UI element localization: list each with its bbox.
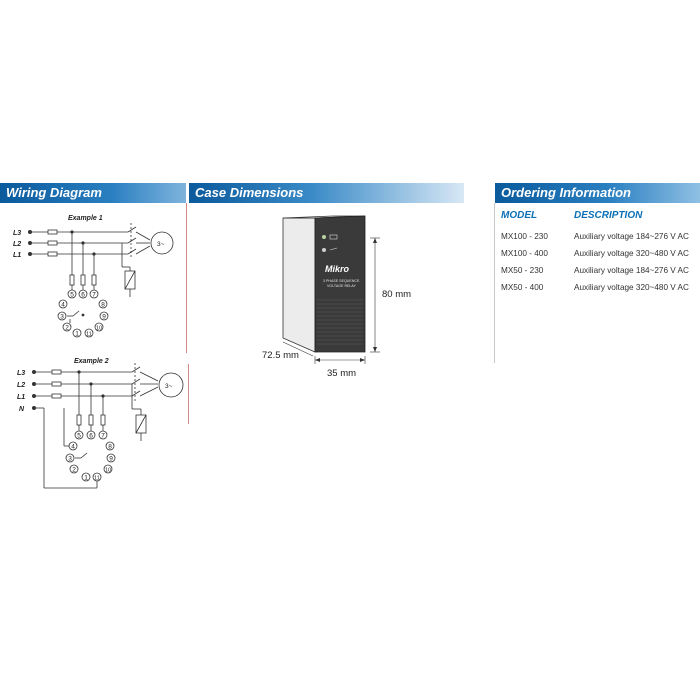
description-cell: Auxiliary voltage 320~480 V AC	[574, 283, 689, 292]
svg-text:9: 9	[109, 456, 113, 463]
ordering-table-header: MODEL DESCRIPTION	[501, 210, 700, 221]
wiring-diagram: 567 48 39 210 111 567 48 39 210 111 Exam…	[13, 215, 184, 489]
ex2-motor-label: 3~	[165, 383, 173, 390]
case-dimensions-drawing: Mikro 3 PHASE SEQUENCE VOLTAGE RELAY 80 …	[262, 215, 411, 379]
svg-text:3: 3	[68, 456, 72, 463]
ex1-motor-label: 3~	[157, 241, 165, 248]
indicator-led-2	[322, 248, 326, 252]
ex2-label-l3: L3	[17, 370, 25, 377]
svg-text:1: 1	[84, 475, 88, 482]
svg-text:4: 4	[71, 444, 75, 451]
example-1-diagram	[27, 223, 174, 338]
height-dimension: 80 mm	[382, 289, 411, 300]
col-description-heading: DESCRIPTION	[574, 210, 643, 221]
wiring-diagram-header: Wiring Diagram	[0, 183, 186, 203]
case-dimensions-header: Case Dimensions	[189, 183, 464, 203]
table-row: MX50 - 230 Auxiliary voltage 184~276 V A…	[501, 266, 700, 275]
divider-wiring	[186, 203, 187, 353]
svg-text:2: 2	[72, 467, 76, 474]
product-line-1: 3 PHASE SEQUENCE	[323, 279, 360, 283]
width-dimension: 35 mm	[327, 368, 356, 379]
brand-logo: Mikro	[325, 264, 350, 274]
table-row: MX50 - 400 Auxiliary voltage 320~480 V A…	[501, 283, 700, 292]
svg-text:6: 6	[89, 433, 93, 440]
svg-text:10: 10	[105, 468, 111, 474]
depth-dimension: 72.5 mm	[262, 350, 299, 361]
svg-text:7: 7	[101, 433, 105, 440]
svg-text:8: 8	[101, 302, 105, 309]
model-cell: MX50 - 230	[501, 266, 544, 275]
description-cell: Auxiliary voltage 184~276 V AC	[574, 232, 689, 241]
example-2-diagram	[32, 363, 184, 489]
ordering-table: MODEL DESCRIPTION MX100 - 230 Auxiliary …	[501, 210, 700, 292]
svg-text:4: 4	[61, 302, 65, 309]
example-1-title: Example 1	[68, 215, 103, 222]
col-model-heading: MODEL	[501, 210, 538, 221]
example-2-title: Example 2	[74, 358, 109, 365]
svg-text:6: 6	[81, 292, 85, 299]
svg-text:2: 2	[65, 325, 69, 332]
model-cell: MX100 - 230	[501, 232, 548, 241]
svg-text:11: 11	[94, 476, 100, 482]
ex2-label-l1: L1	[17, 394, 25, 401]
indicator-led-1	[322, 235, 326, 239]
table-row: MX100 - 400 Auxiliary voltage 320~480 V …	[501, 249, 700, 258]
ex2-label-l2: L2	[17, 382, 25, 389]
ordering-information-header: Ordering Information	[495, 183, 700, 203]
svg-text:3: 3	[60, 314, 64, 321]
divider-wiring-2	[188, 364, 189, 424]
svg-text:10: 10	[96, 326, 102, 332]
ex1-label-l1: L1	[13, 252, 21, 259]
divider-ordering	[494, 203, 495, 363]
ex1-label-l2: L2	[13, 241, 21, 248]
svg-text:5: 5	[70, 292, 74, 299]
svg-text:11: 11	[86, 332, 92, 338]
ex1-label-l3: L3	[13, 230, 21, 237]
description-cell: Auxiliary voltage 184~276 V AC	[574, 266, 689, 275]
model-cell: MX50 - 400	[501, 283, 544, 292]
svg-text:1: 1	[75, 331, 79, 338]
product-line-2: VOLTAGE RELAY	[327, 284, 357, 288]
svg-text:5: 5	[77, 433, 81, 440]
svg-text:7: 7	[92, 292, 96, 299]
description-cell: Auxiliary voltage 320~480 V AC	[574, 249, 689, 258]
svg-text:8: 8	[108, 444, 112, 451]
table-row: MX100 - 230 Auxiliary voltage 184~276 V …	[501, 232, 700, 241]
svg-text:9: 9	[102, 314, 106, 321]
model-cell: MX100 - 400	[501, 249, 548, 258]
ex2-label-n: N	[19, 406, 25, 413]
